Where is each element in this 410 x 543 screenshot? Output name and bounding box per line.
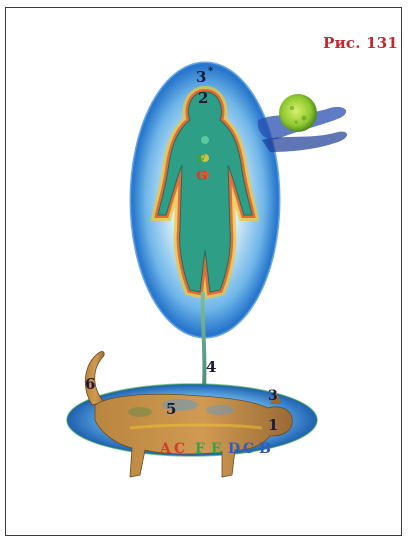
moon-icon: [258, 94, 347, 152]
label-2: 2: [198, 89, 208, 107]
label-F2: F: [195, 441, 205, 457]
label-6: 6: [85, 375, 95, 393]
label-F: F: [196, 153, 206, 168]
dog-figure-icon: [85, 351, 292, 477]
label-C-left: C: [174, 441, 185, 457]
label-G: G: [196, 169, 207, 184]
label-3-top: 3: [196, 68, 206, 86]
label-D: D: [228, 441, 240, 457]
label-C: C: [243, 441, 254, 457]
label-4: 4: [206, 358, 216, 376]
label-B: B: [259, 441, 271, 457]
label-E: E: [211, 441, 222, 457]
label-3-bottom: 3: [268, 388, 278, 404]
label-5: 5: [166, 400, 176, 418]
label-A: A: [159, 441, 172, 457]
label-1: 1: [268, 416, 278, 434]
label-3-top-mark: *: [208, 66, 214, 77]
